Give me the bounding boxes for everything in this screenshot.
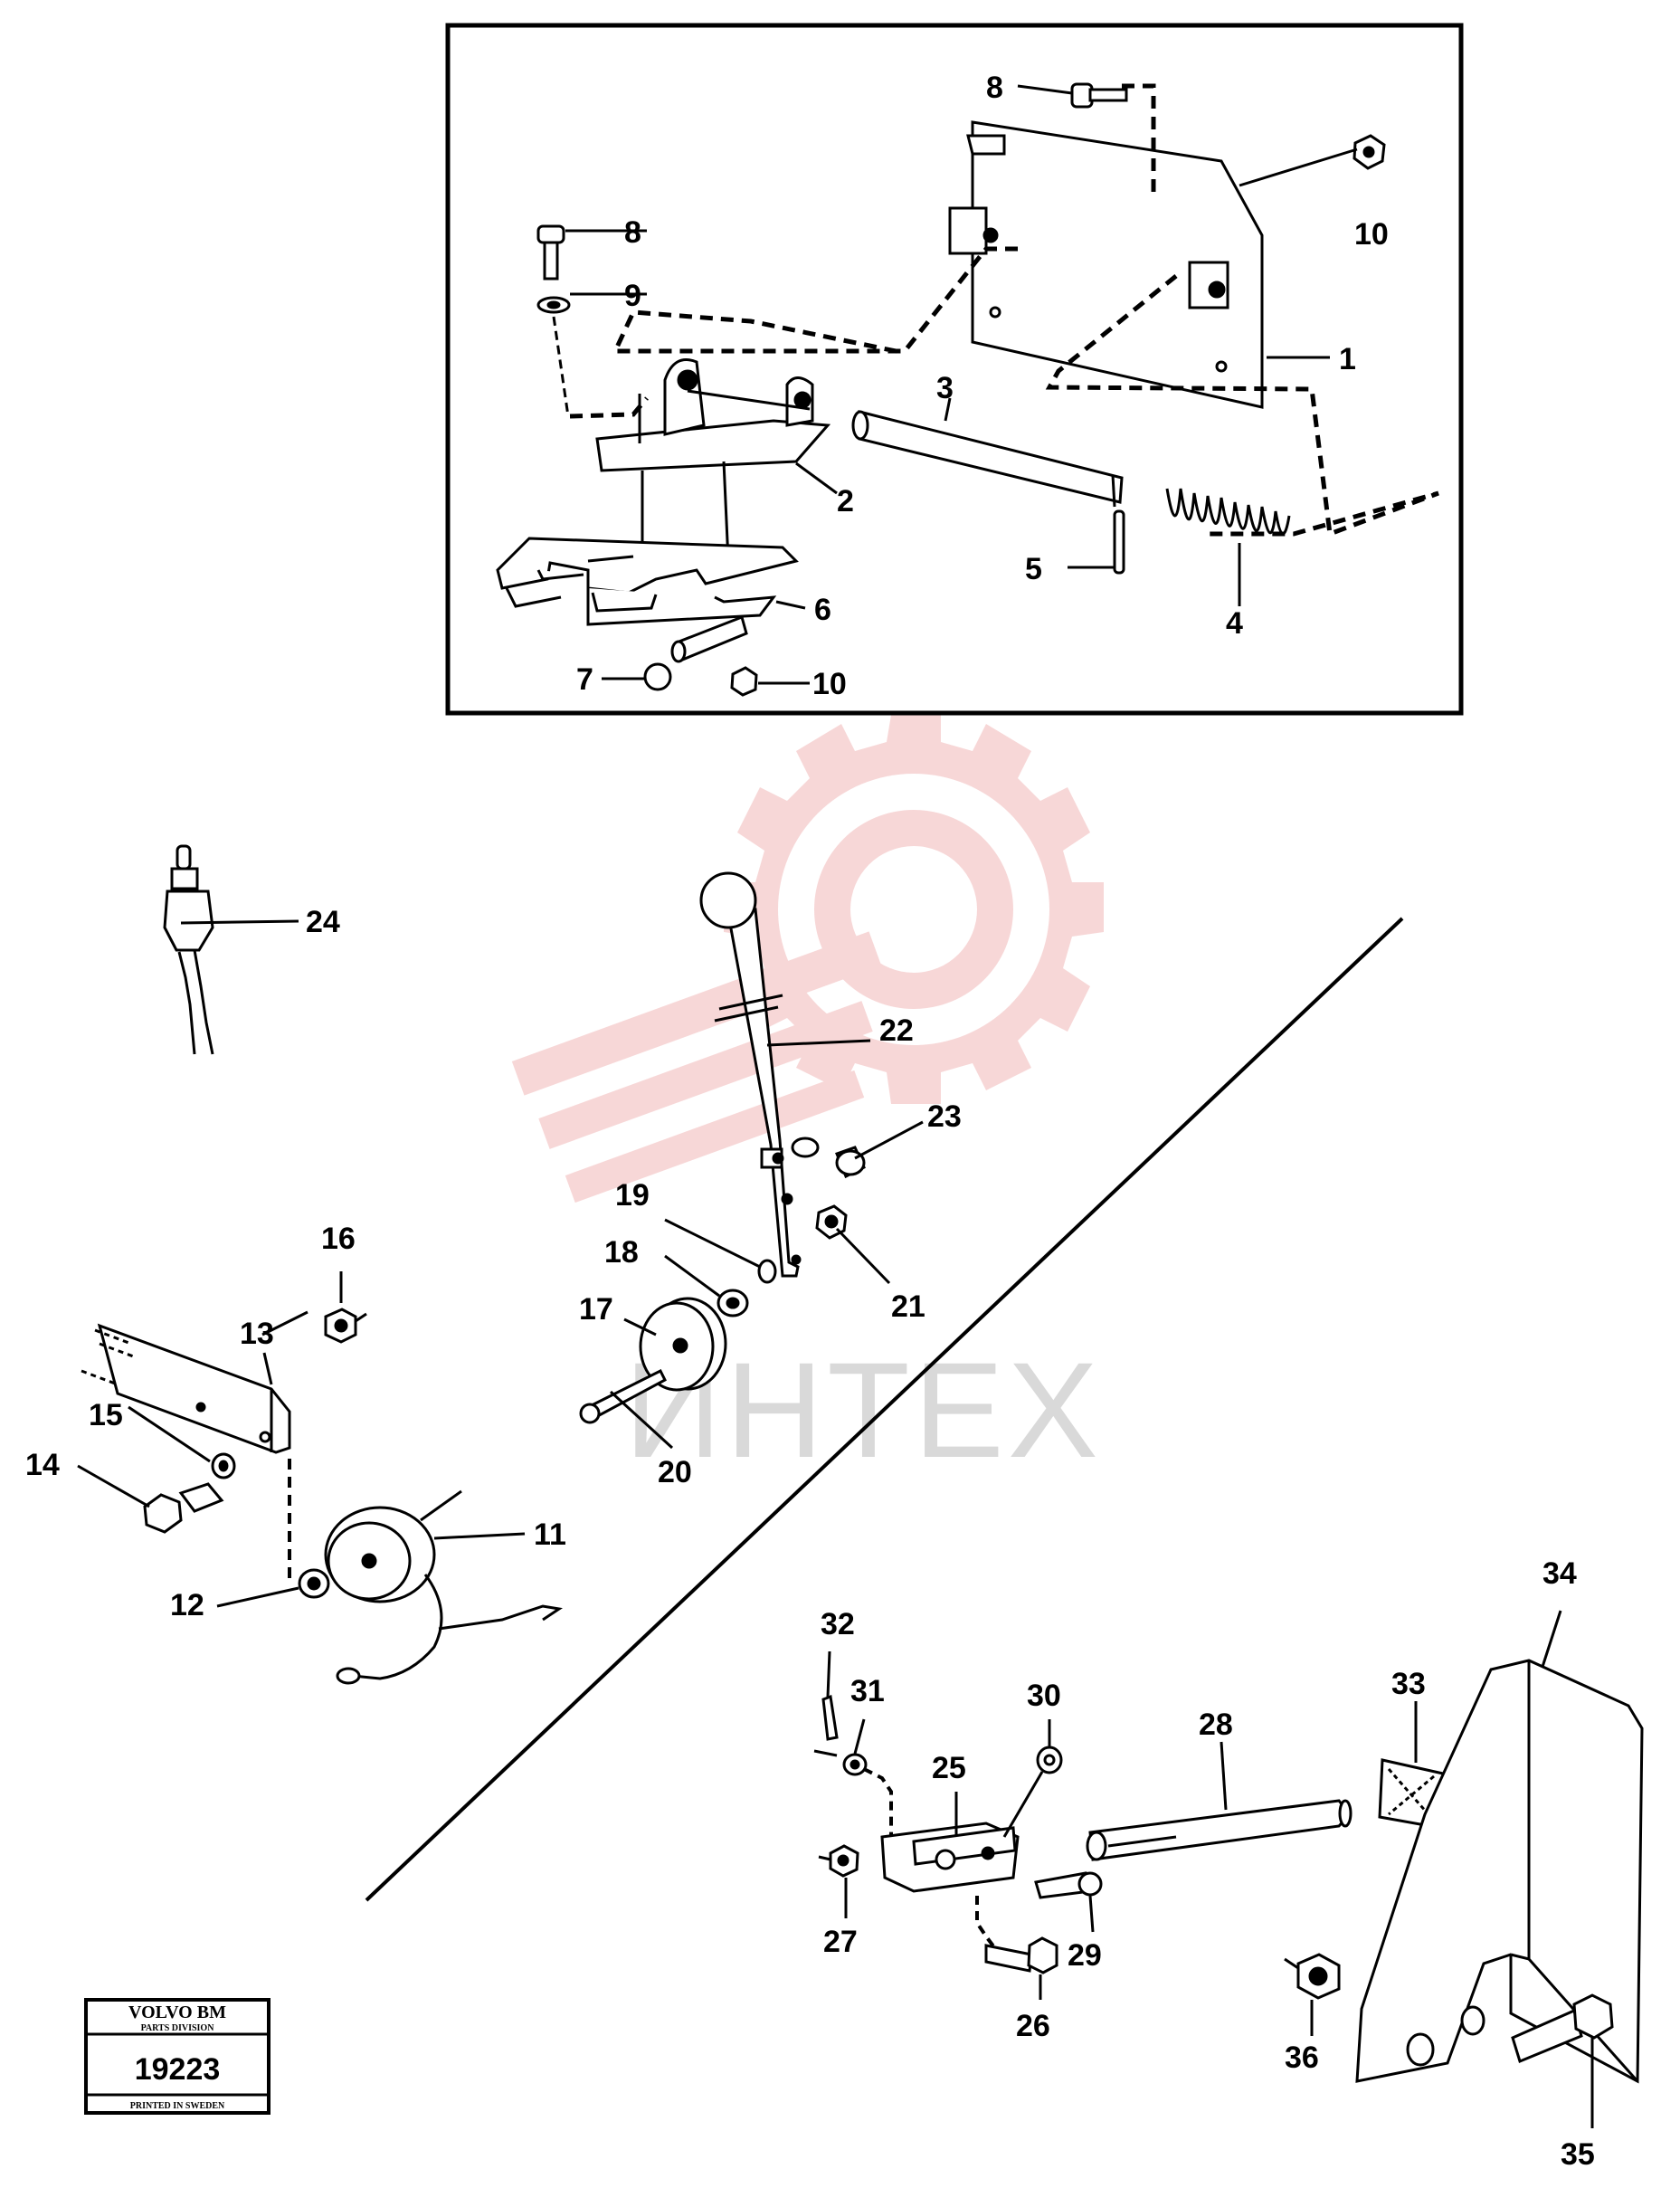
label-33: 33 bbox=[1391, 1667, 1426, 1701]
label-23: 23 bbox=[927, 1099, 962, 1134]
bolt-part-8-top bbox=[1070, 82, 1128, 109]
washer-part-12 bbox=[298, 1568, 330, 1599]
label-31: 31 bbox=[850, 1674, 885, 1708]
label-11: 11 bbox=[534, 1517, 566, 1552]
detail-frame bbox=[445, 23, 1464, 716]
nut-part-10-bottom bbox=[730, 666, 758, 697]
label-8-left: 8 bbox=[624, 215, 641, 250]
label-13: 13 bbox=[240, 1317, 274, 1351]
label-3: 3 bbox=[936, 371, 954, 405]
label-10-top: 10 bbox=[1354, 217, 1389, 252]
nut-part-36 bbox=[1284, 1953, 1341, 2000]
clevis-part-25 bbox=[880, 1822, 1020, 1893]
label-32: 32 bbox=[821, 1607, 855, 1641]
label-36: 36 bbox=[1285, 2041, 1319, 2075]
label-9: 9 bbox=[624, 279, 641, 313]
shift-rod-part-3 bbox=[851, 410, 1124, 508]
nut-part-27 bbox=[818, 1844, 859, 1878]
label-10-bottom: 10 bbox=[812, 667, 847, 701]
nut-part-10-top bbox=[1353, 134, 1386, 170]
stamp-footer: PRINTED IN SWEDEN bbox=[130, 2101, 225, 2111]
leader-30 bbox=[1002, 1771, 1044, 1838]
horn-part-11 bbox=[324, 1489, 563, 1685]
label-29: 29 bbox=[1068, 1938, 1102, 1973]
bushing-part-23 bbox=[791, 1137, 866, 1179]
bracket-plate-part-1 bbox=[948, 120, 1264, 409]
label-16: 16 bbox=[321, 1222, 356, 1256]
label-12: 12 bbox=[170, 1588, 204, 1622]
nut-part-16 bbox=[324, 1308, 367, 1344]
bolt-part-14 bbox=[143, 1482, 224, 1534]
bolt-part-8-left bbox=[536, 224, 571, 417]
gear-lever-part-22 bbox=[699, 871, 802, 1278]
label-17: 17 bbox=[579, 1292, 613, 1327]
disc-part-17 bbox=[639, 1297, 727, 1392]
bolt-part-26 bbox=[984, 1936, 1058, 1974]
label-14: 14 bbox=[25, 1448, 60, 1482]
mounting-bracket-part-34 bbox=[1355, 1659, 1644, 2084]
ball-part-7 bbox=[643, 662, 672, 691]
ring-part-19 bbox=[757, 1259, 777, 1284]
toggle-switch-part-24 bbox=[163, 844, 214, 1055]
label-24: 24 bbox=[306, 905, 340, 939]
label-18: 18 bbox=[604, 1235, 639, 1270]
label-27: 27 bbox=[823, 1925, 858, 1959]
label-35: 35 bbox=[1561, 2137, 1595, 2172]
washer-part-30 bbox=[1036, 1746, 1063, 1774]
label-2: 2 bbox=[837, 484, 854, 518]
label-15: 15 bbox=[89, 1398, 123, 1432]
label-8-top: 8 bbox=[986, 71, 1003, 105]
washer-part-31 bbox=[842, 1753, 868, 1776]
divider-line bbox=[365, 917, 1404, 1902]
lever-end-part-6 bbox=[670, 615, 748, 663]
watermark-logo bbox=[511, 715, 1104, 1203]
label-7: 7 bbox=[576, 662, 593, 697]
stamp-brand: VOLVO BM bbox=[128, 2002, 226, 2022]
pin-part-29 bbox=[1034, 1871, 1103, 1899]
label-34: 34 bbox=[1542, 1556, 1577, 1591]
screw-part-20 bbox=[579, 1368, 667, 1424]
label-25: 25 bbox=[932, 1751, 966, 1785]
label-22: 22 bbox=[879, 1013, 914, 1048]
label-1: 1 bbox=[1339, 342, 1356, 376]
label-28: 28 bbox=[1199, 1708, 1233, 1742]
stamp-division: PARTS DIVISION bbox=[141, 2023, 215, 2033]
parts-catalog-stamp: VOLVO BM PARTS DIVISION 19223 PRINTED IN… bbox=[84, 1998, 271, 2115]
leader-lines-top bbox=[565, 84, 1358, 685]
spring-part-4 bbox=[1165, 488, 1291, 536]
label-5: 5 bbox=[1025, 552, 1042, 586]
pin-part-5 bbox=[1113, 509, 1125, 575]
label-6: 6 bbox=[814, 593, 831, 627]
label-21: 21 bbox=[891, 1289, 925, 1324]
rod-part-28 bbox=[1086, 1799, 1353, 1861]
part-labels: 8 8 9 10 1 3 2 5 4 6 7 10 24 22 23 19 18… bbox=[25, 71, 1595, 2172]
assembly-guides-top bbox=[569, 83, 1439, 537]
stamp-number: 19223 bbox=[135, 2052, 221, 2087]
label-4: 4 bbox=[1226, 606, 1243, 641]
label-30: 30 bbox=[1027, 1679, 1061, 1713]
label-20: 20 bbox=[658, 1455, 692, 1489]
leader-lines-bottom bbox=[77, 919, 1594, 2128]
bracket-part-13 bbox=[81, 1323, 291, 1454]
spring-pin-part-32 bbox=[813, 1694, 839, 1757]
washer-part-15 bbox=[211, 1452, 236, 1479]
assembly-guide-31 bbox=[863, 1767, 893, 1846]
hinge-bracket-part-2 bbox=[595, 358, 831, 472]
bolt-part-35 bbox=[1511, 1993, 1614, 2064]
shift-gate-part-6 bbox=[496, 537, 799, 626]
washer-part-18 bbox=[717, 1289, 749, 1318]
label-26: 26 bbox=[1016, 2009, 1050, 2043]
label-19: 19 bbox=[615, 1178, 650, 1213]
